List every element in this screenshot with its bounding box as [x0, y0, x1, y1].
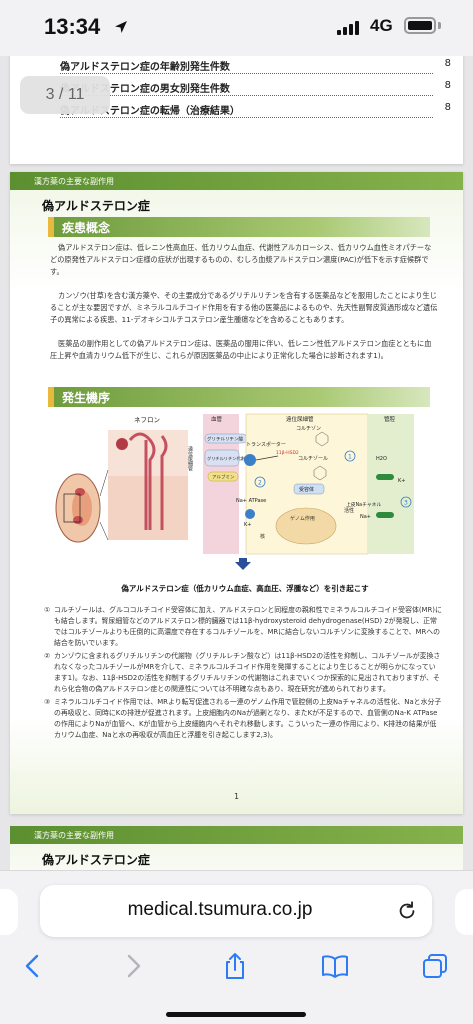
label-na-plus: Na+	[360, 514, 371, 520]
label-receptor: 受容体	[299, 486, 314, 493]
toc-row-page: 8	[444, 80, 451, 91]
url-text: medical.tsumura.co.jp	[127, 899, 313, 920]
address-bar[interactable]: medical.tsumura.co.jp	[40, 885, 432, 937]
label-k-plus-lumen: K+	[398, 478, 405, 484]
toc-row-page: 8	[444, 102, 451, 113]
notes-list: ① コルチゾールは、グルココルチコイド受容体に加え、アルドステロンと同程度の親和…	[44, 605, 442, 743]
metabolite-box	[204, 449, 240, 467]
note-item: ② カンゾウに含まれるグリチルリチンの代謝物（グリチルレチン酸など）は11β-H…	[44, 651, 442, 695]
step-2-number: 2	[258, 480, 262, 487]
label-blood: 血管	[211, 415, 223, 423]
kidney-illustration	[55, 473, 101, 543]
label-metabolite: グリチルリチン代謝物	[207, 455, 249, 462]
label-distal-tubule-vertical: 遠位尿細管	[187, 445, 193, 472]
note-marker: ①	[44, 606, 51, 614]
section-heading-concept: 疾患概念	[48, 217, 430, 237]
step-3-marker	[400, 496, 412, 508]
toc-row-text: 偽アルドステロン症の男女別発生件数	[60, 84, 230, 95]
paragraph: カンゾウ(甘草)を含む漢方薬や、その主要成分であるグリチルリチンを含有する医薬品…	[50, 291, 438, 324]
toc-row[interactable]: 偽アルドステロン症の男女別発生件数 8	[60, 78, 451, 96]
albumin-box	[207, 471, 239, 482]
receptor-box	[293, 483, 325, 495]
label-nephron: ネフロン	[134, 416, 160, 424]
step-2-marker	[254, 476, 266, 488]
page-header-band: 漢方薬の主要な副作用	[10, 172, 463, 190]
label-hsd2: 11β-HSD2	[276, 450, 299, 456]
label-transporter: トランスポーター	[246, 441, 286, 448]
location-arrow-icon	[115, 21, 127, 33]
label-k-plus-blood: K+	[244, 522, 251, 528]
share-button[interactable]	[220, 951, 250, 981]
label-distal-tubule: 遠位尿細管	[286, 415, 314, 423]
section-heading-mechanism: 発生機序	[48, 387, 430, 407]
paragraph: 偽アルドステロン症は、低レニン性高血圧、低カリウム血症、代謝性アルカローシス、低…	[50, 243, 432, 276]
down-arrow-icon	[235, 558, 251, 570]
note-marker: ③	[44, 698, 51, 706]
label-cortisol: コルチゾール	[298, 456, 328, 462]
na-channel-marker	[376, 512, 394, 518]
note-text: コルチゾールは、グルココルチコイド受容体に加え、アルドステロンと同程度の親和性で…	[54, 606, 442, 647]
back-button[interactable]	[18, 951, 48, 981]
atpase-marker	[245, 509, 255, 519]
tabs-button[interactable]	[420, 951, 450, 981]
browser-toolbar	[0, 949, 473, 989]
pdf-page-current: 漢方薬の主要な副作用 偽アルドステロン症 疾患概念 偽アルドステロン症は、低レニ…	[10, 172, 463, 814]
battery-tip	[438, 22, 441, 29]
label-genome: ゲノム作用	[290, 515, 315, 522]
page-indicator: 3 / 11	[20, 76, 110, 114]
step-3-number: 3	[404, 500, 408, 507]
home-indicator	[166, 1012, 306, 1017]
section-heading-text: 疾患概念	[62, 221, 111, 235]
status-time: 13:34	[44, 14, 101, 39]
label-nucleus: 核	[260, 533, 265, 540]
label-albumin: アルブミン	[212, 474, 235, 481]
label-glycyrrhizin: グリチルリチン酸	[207, 436, 243, 443]
step-1-number: 1	[348, 454, 352, 461]
toc-row-text: 偽アルドステロン症の転帰（治療結果）	[60, 106, 240, 117]
step-1-marker	[344, 450, 356, 462]
note-item: ③ ミネラルコルチコイド作用では、MRより転写促進される一連のゲノム作用で管腔側…	[44, 697, 442, 741]
section-heading-text: 発生機序	[62, 391, 111, 405]
previous-tab-peek[interactable]	[0, 889, 18, 935]
transporter-marker	[244, 454, 256, 466]
k-channel-marker	[376, 474, 394, 480]
battery-icon	[404, 17, 436, 34]
note-text: ミネラルコルチコイド作用では、MRより転写促進される一連のゲノム作用で管腔側の上…	[54, 698, 442, 739]
page-header-band: 漢方薬の主要な副作用	[10, 826, 463, 844]
toc-row[interactable]: 偽アルドステロン症の転帰（治療結果） 8	[60, 100, 451, 118]
toc-row[interactable]: 偽アルドステロン症の年齢別発生件数 8	[60, 56, 451, 74]
label-active: 活性	[344, 507, 354, 514]
label-na-atpase: Na+ ATPase	[236, 498, 266, 504]
reload-icon[interactable]	[396, 900, 418, 922]
page-number: 1	[233, 792, 240, 801]
label-cortisone: コルチゾン	[296, 426, 321, 432]
label-h2o: H2O	[376, 456, 387, 462]
forward-button[interactable]	[118, 951, 148, 981]
band-label: 漢方薬の主要な副作用	[34, 831, 114, 840]
bookmarks-button[interactable]	[320, 951, 350, 981]
paragraph: 医薬品の副作用としての偽アルドステロン症は、医薬品の服用に伴い、低レニン性低アル…	[50, 339, 432, 360]
note-marker: ②	[44, 652, 51, 660]
page-title: 偽アルドステロン症	[42, 199, 150, 213]
label-na-channel: 上皮Naチャネル	[346, 501, 381, 508]
lumen-column	[368, 414, 414, 554]
status-bar: 13:34 4G	[0, 0, 473, 56]
note-text: カンゾウに含まれるグリチルリチンの代謝物（グリチルレチン酸など）は11β-HSD…	[54, 652, 441, 693]
browser-bottom-bar: medical.tsumura.co.jp	[0, 870, 473, 1024]
nucleus	[275, 507, 337, 545]
next-tab-peek[interactable]	[455, 889, 473, 935]
figure-caption: 偽アルドステロン症（低カリウム血症、高血圧、浮腫など）を引き起こす	[121, 584, 369, 593]
network-type: 4G	[370, 16, 393, 35]
label-lumen: 管腔	[384, 415, 396, 423]
note-item: ① コルチゾールは、グルココルチコイド受容体に加え、アルドステロンと同程度の親和…	[44, 605, 442, 649]
cellular-signal-icon	[337, 19, 359, 35]
cortisol-molecule	[313, 431, 329, 481]
nephron-illustration	[99, 430, 188, 541]
mechanism-diagram: ネフロン 遠位尿細管 血管 グリチルリチン酸 グリチルリチン代謝物 アルブミン	[55, 413, 414, 570]
band-label: 漢方薬の主要な副作用	[34, 177, 114, 186]
toc-row-page: 8	[444, 58, 451, 69]
toc-row-text: 偽アルドステロン症の年齢別発生件数	[60, 62, 230, 73]
page-title: 偽アルドステロン症	[42, 853, 150, 867]
